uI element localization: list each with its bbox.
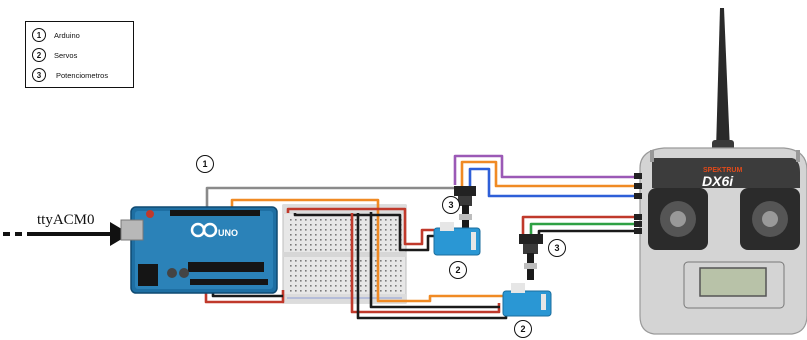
arduino-board: UNO bbox=[121, 207, 277, 293]
callout-arduino: 1 bbox=[196, 155, 214, 173]
transmitter-model-label: DX6i bbox=[702, 173, 734, 189]
callout-pot-top: 3 bbox=[442, 196, 460, 214]
arduino-brand-label: UNO bbox=[218, 228, 238, 238]
servo-bottom bbox=[503, 283, 551, 316]
usb-port-label: ttyACM0 bbox=[37, 212, 95, 229]
servo-top bbox=[434, 222, 480, 255]
wire-black-5 bbox=[539, 231, 640, 236]
potentiometer-bottom bbox=[519, 234, 543, 280]
callout-servo-bottom: 2 bbox=[514, 320, 532, 338]
callout-servo-top: 2 bbox=[449, 261, 467, 279]
rc-transmitter: SPEKTRUM DX6i bbox=[634, 8, 807, 334]
callout-pot-bottom: 3 bbox=[548, 239, 566, 257]
breadboard bbox=[283, 205, 406, 303]
wire-red-4 bbox=[523, 217, 640, 236]
wire-purple bbox=[455, 156, 640, 185]
